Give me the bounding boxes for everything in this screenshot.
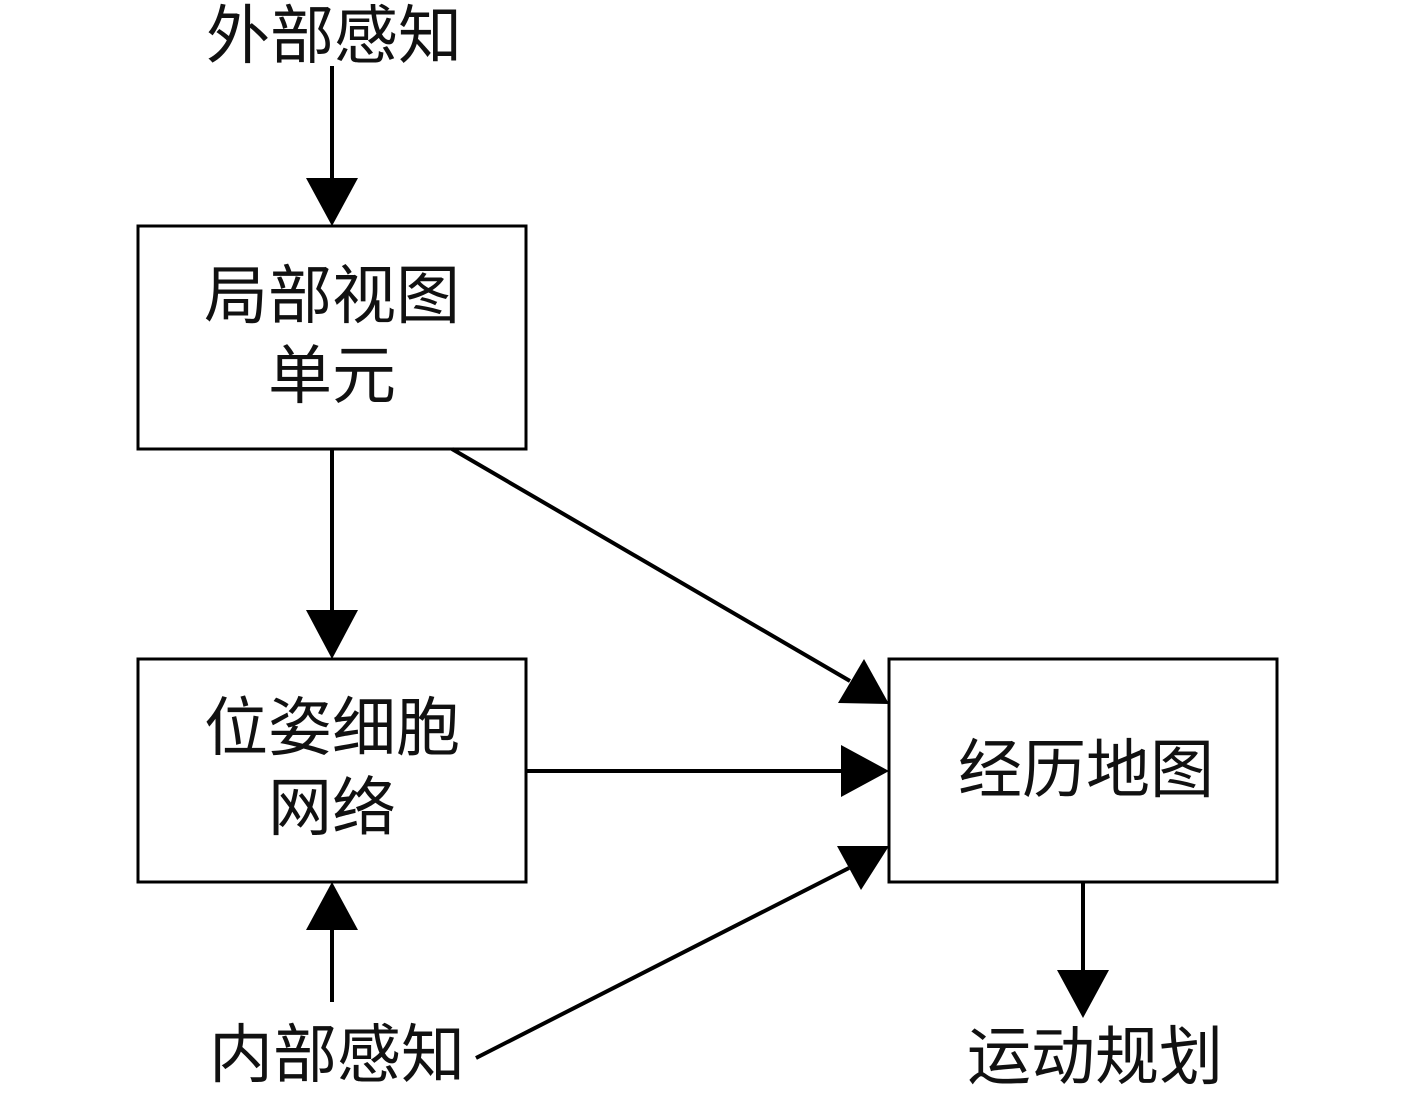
arrowhead-experience-map-to-motion-planning (1057, 970, 1109, 1018)
arrowhead-local-view-to-experience-map (838, 659, 889, 704)
pose-cell-box (136, 657, 528, 884)
edge-local-view-to-experience-map (450, 447, 852, 683)
external-perception-label: 外部感知 (206, 0, 462, 74)
edge-internal-to-experience-map (475, 866, 850, 1060)
arrowhead-internal-to-pose-cell (306, 882, 358, 930)
experience-map-box (887, 657, 1279, 884)
arrowhead-pose-cell-to-experience-map (841, 745, 889, 797)
local-view-box (136, 224, 528, 451)
arrowhead-internal-to-experience-map (837, 846, 889, 890)
pose-cell-label-line-1: 位姿细胞 (204, 692, 460, 766)
local-view-label-line-2: 单元 (268, 340, 396, 414)
local-view-label-line-1: 局部视图 (204, 260, 460, 334)
experience-map-label: 经历地图 (958, 734, 1214, 808)
arrowhead-external-to-local-view (306, 178, 358, 226)
motion-planning-label: 运动规划 (967, 1021, 1223, 1094)
arrowhead-local-view-to-pose-cell (306, 610, 358, 659)
pose-cell-label-line-2: 网络 (268, 772, 396, 846)
internal-perception-label: 内部感知 (209, 1019, 465, 1093)
